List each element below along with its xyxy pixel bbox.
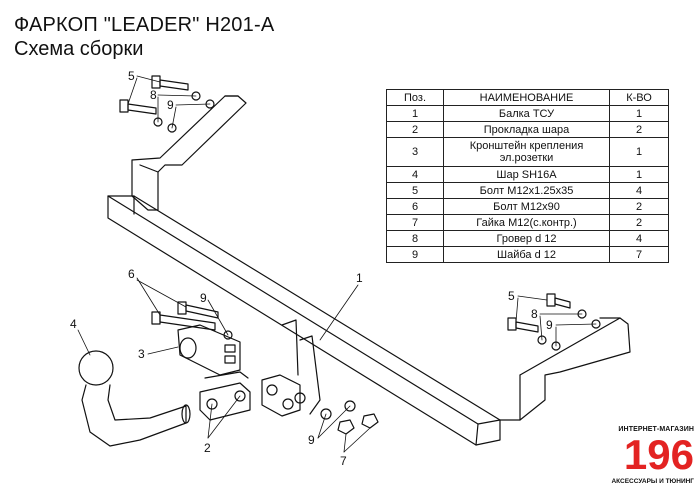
callout-2: 2 — [204, 441, 211, 455]
callout-4: 4 — [70, 317, 77, 331]
cell-qty: 2 — [609, 121, 669, 138]
callout-8-right: 8 — [531, 307, 538, 321]
socket-bracket — [177, 324, 241, 376]
callout-9-right: 9 — [546, 318, 553, 332]
cell-pos: 4 — [386, 166, 444, 183]
callout-1: 1 — [356, 271, 363, 285]
cell-pos: 9 — [386, 246, 444, 263]
cell-qty: 1 — [609, 105, 669, 122]
cell-name: Балка ТСУ — [443, 105, 610, 122]
bolts-top-left — [119, 75, 215, 133]
cell-pos: 7 — [386, 214, 444, 231]
cell-name: Кронштейн крепления эл.розетки — [443, 137, 610, 167]
cell-name: Прокладка шара — [443, 121, 610, 138]
cell-pos: 3 — [386, 137, 444, 167]
page-title: ФАРКОП "LEADER" H201-A — [14, 14, 275, 36]
shop-logo: ИНТЕРНЕТ-МАГАЗИН 196 АКСЕССУАРЫ И ТЮНИНГ — [598, 426, 700, 495]
cell-pos: 2 — [386, 121, 444, 138]
ball-plates — [199, 371, 251, 421]
parts-table-header: Поз. НАИМЕНОВАНИЕ К-ВО — [386, 89, 669, 106]
cell-qty: 4 — [609, 182, 669, 199]
page-subtitle: Схема сборки — [14, 38, 144, 60]
callout-9-top: 9 — [167, 98, 174, 112]
beam-plates — [261, 319, 321, 417]
left-bracket — [131, 95, 247, 211]
cell-name: Гровер d 12 — [443, 230, 610, 247]
cell-name: Болт М12х1.25х35 — [443, 182, 610, 199]
callout-9-bottom: 9 — [308, 433, 315, 447]
callout-8-top: 8 — [150, 88, 157, 102]
tow-ball — [78, 350, 191, 447]
callout-9-mid: 9 — [200, 291, 207, 305]
column-header-pos: Поз. — [386, 89, 444, 106]
cell-name: Шар SH16A — [443, 166, 610, 183]
right-bracket — [499, 317, 631, 421]
cell-qty: 2 — [609, 214, 669, 231]
cell-qty: 7 — [609, 246, 669, 263]
leader-lines — [77, 75, 597, 453]
cell-qty: 4 — [609, 230, 669, 247]
callout-6: 6 — [128, 267, 135, 281]
cell-pos: 1 — [386, 105, 444, 122]
column-header-qty: К-ВО — [609, 89, 669, 106]
callout-5-right: 5 — [508, 289, 515, 303]
callout-7: 7 — [340, 454, 347, 468]
shop-logo-top: ИНТЕРНЕТ-МАГАЗИН — [618, 426, 694, 433]
shop-logo-number: 196 — [623, 431, 694, 478]
nuts-bottom — [320, 400, 379, 435]
shop-logo-bottom: АКСЕССУАРЫ И ТЮНИНГ — [611, 478, 694, 485]
cell-name: Болт М12х90 — [443, 198, 610, 215]
callout-5-top: 5 — [128, 69, 135, 83]
cell-pos: 5 — [386, 182, 444, 199]
cell-qty: 1 — [609, 137, 669, 167]
cell-pos: 8 — [386, 230, 444, 247]
cell-name: Гайка М12(с.контр.) — [443, 214, 610, 231]
cell-qty: 1 — [609, 166, 669, 183]
column-header-name: НАИМЕНОВАНИЕ — [443, 89, 610, 106]
callout-3: 3 — [138, 347, 145, 361]
cell-pos: 6 — [386, 198, 444, 215]
bolts-right — [507, 293, 601, 351]
cell-qty: 2 — [609, 198, 669, 215]
cell-name: Шайба d 12 — [443, 246, 610, 263]
